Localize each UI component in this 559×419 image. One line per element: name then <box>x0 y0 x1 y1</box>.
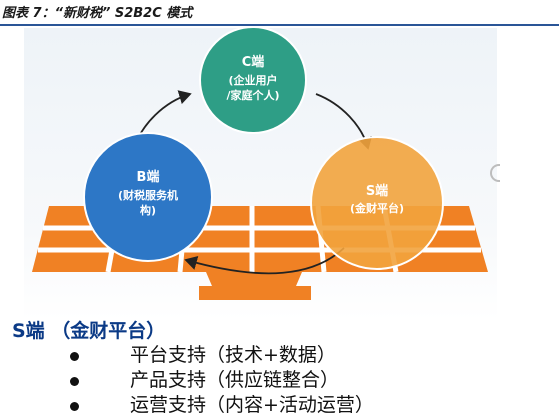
side-bracket-mark <box>490 164 500 182</box>
node-b-title: B端 <box>137 169 160 185</box>
s2b2c-diagram: C端 (企业用户 /家庭个人) B端 (财税服务机 构) S端 (金财平台) <box>24 28 497 320</box>
node-b: B端 (财税服务机 构) <box>83 132 213 262</box>
node-c: C端 (企业用户 /家庭个人) <box>199 28 307 134</box>
node-b-line-1: (财税服务机 <box>118 188 178 202</box>
node-c-title: C端 <box>242 54 265 70</box>
diagram-canvas: C端 (企业用户 /家庭个人) B端 (财税服务机 构) S端 (金财平台) <box>24 28 497 320</box>
bullet-dot-icon <box>70 352 79 361</box>
node-c-circle <box>199 28 307 134</box>
bullet-text: 产品支持（供应链整合） <box>130 369 340 391</box>
node-b-circle <box>83 132 213 262</box>
arrow-s-to-b <box>184 247 345 275</box>
node-c-line-2: /家庭个人) <box>226 88 279 102</box>
panel-support <box>206 272 302 286</box>
s-section-heading: S端 （金财平台） <box>12 320 166 342</box>
node-s-title: S端 <box>366 183 388 199</box>
bullet-text: 平台支持（技术+数据） <box>130 344 336 366</box>
bullet-text: 运营支持（内容+活动运营） <box>130 394 374 416</box>
node-b-line-2: 构) <box>140 203 156 217</box>
bullet-dot-icon <box>70 402 79 411</box>
node-c-line-1: (企业用户 <box>228 73 277 87</box>
node-s: S端 (金财平台) <box>310 136 444 270</box>
figure-caption: 图表 7：“新财税” S2B2C 模式 <box>0 0 559 26</box>
node-s-circle <box>310 136 444 270</box>
panel-base <box>199 286 311 300</box>
bullet-dot-icon <box>70 377 79 386</box>
node-s-line-1: (金财平台) <box>350 201 404 215</box>
